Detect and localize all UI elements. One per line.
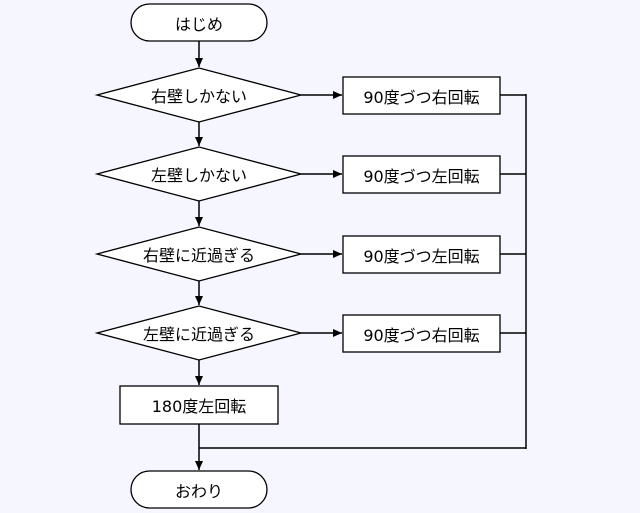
start-terminal	[130, 3, 268, 42]
decision-1-diamond	[94, 67, 304, 123]
action-4-box	[342, 314, 501, 353]
decision-3-diamond	[94, 226, 304, 282]
decision-2-diamond	[94, 146, 304, 202]
action-3-box	[342, 235, 501, 274]
action-1-box	[342, 76, 501, 115]
default-action-box	[119, 385, 279, 425]
decision-4-diamond	[94, 305, 304, 361]
end-terminal	[130, 470, 268, 509]
action-2-box	[342, 155, 501, 194]
